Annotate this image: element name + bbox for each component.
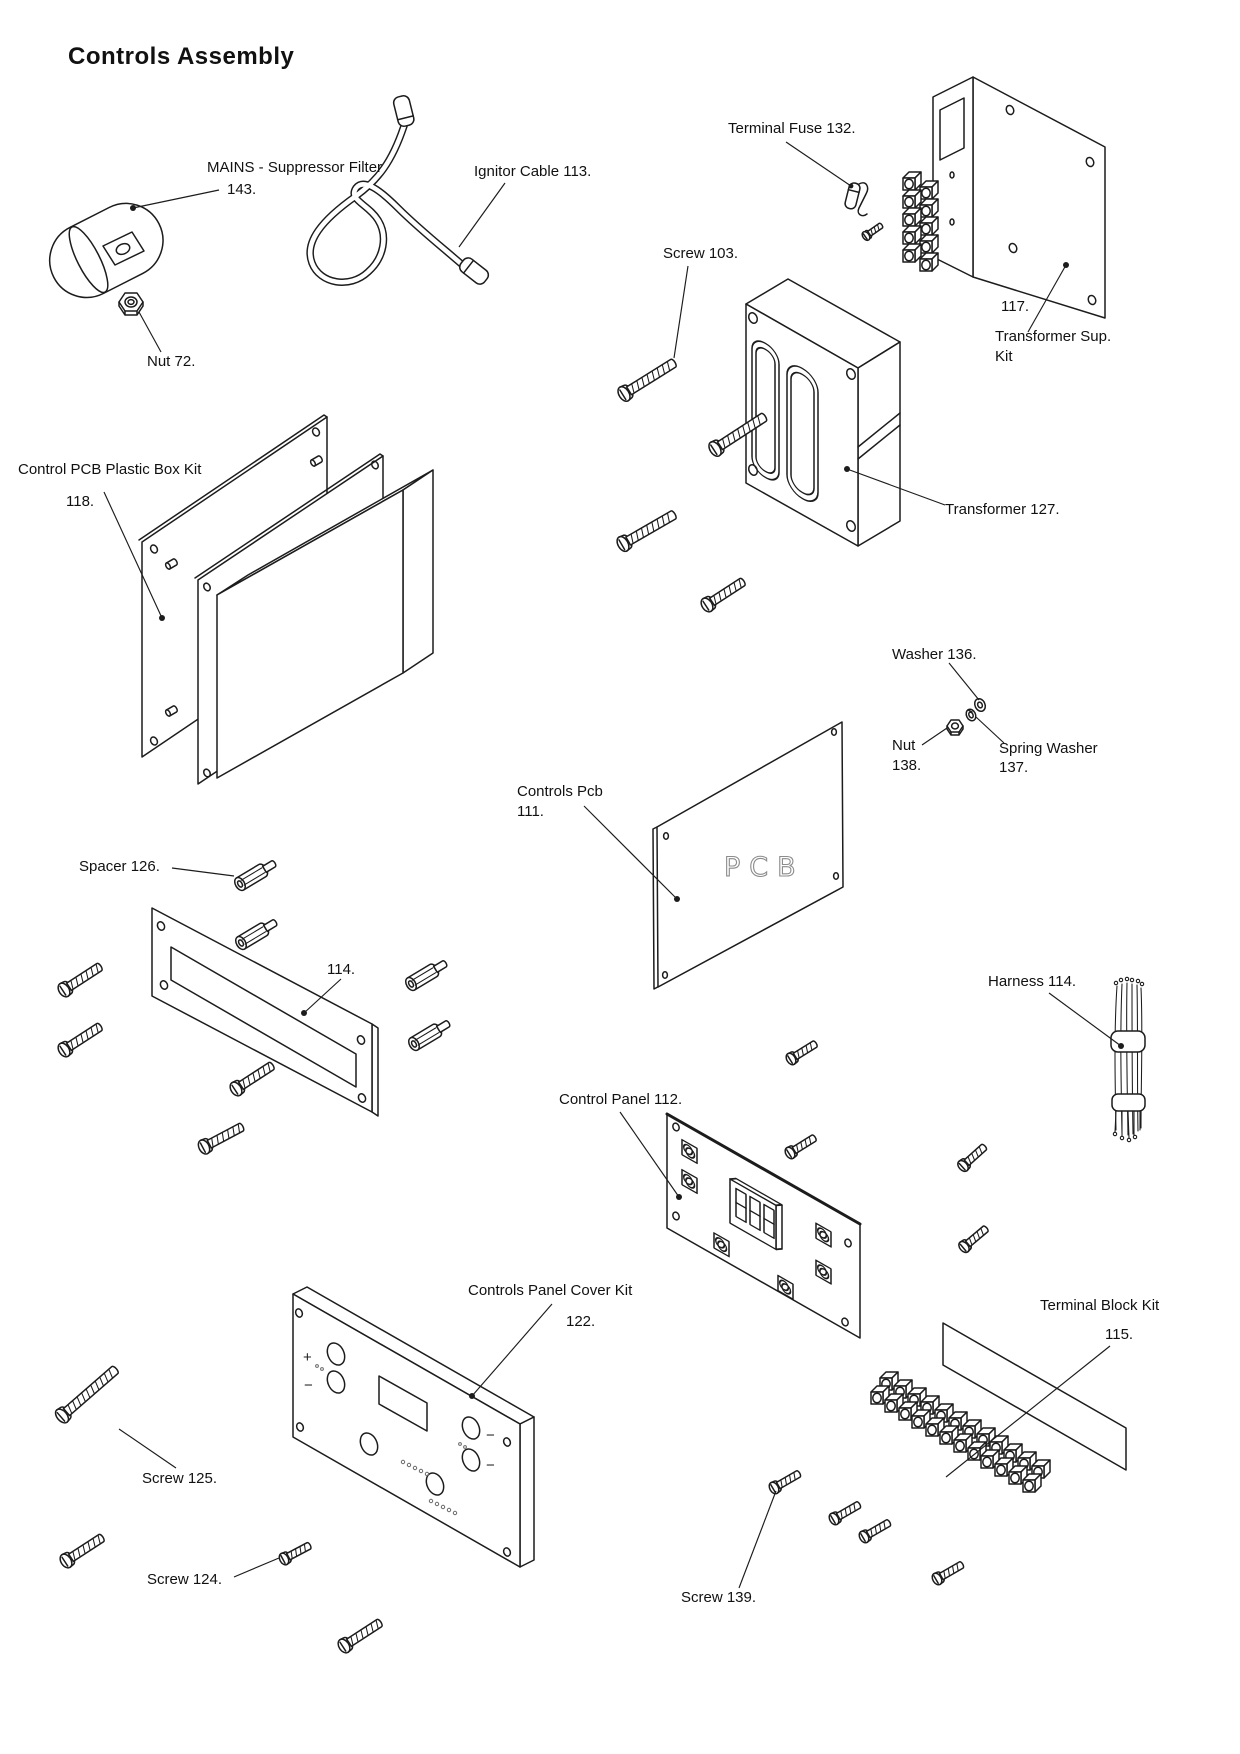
- label-spring-washer-number: 137.: [999, 759, 1028, 776]
- screw-left-bottom-part: [56, 1529, 108, 1571]
- screw-125-part: [52, 1361, 123, 1427]
- ignitor-cable-part: [306, 95, 490, 286]
- transformer-part: [745, 278, 901, 547]
- cover-kit-122-part: + − − −: [292, 1286, 535, 1568]
- label-spring-washer: Spring Washer: [999, 740, 1098, 757]
- label-transformer-sup-kit: Kit: [995, 348, 1013, 365]
- label-terminal-block-kit: Terminal Block Kit: [1040, 1297, 1160, 1314]
- label-screw-139: Screw 139.: [681, 1589, 756, 1606]
- label-mains-filter: MAINS - Suppressor Filter: [207, 159, 382, 176]
- leader-lines: [103, 141, 1124, 1589]
- label-cover-kit-number: 122.: [566, 1313, 595, 1330]
- label-118-number: 118.: [66, 493, 94, 510]
- terminal-block-kit-part: [870, 1322, 1127, 1493]
- controls-pcb-part: PCB: [652, 721, 844, 990]
- terminal-fuse-part: [844, 182, 869, 217]
- label-ignitor-cable: Ignitor Cable 113.: [474, 163, 591, 180]
- label-transformer-sup: Transformer Sup.: [995, 328, 1111, 345]
- label-transformer-127: Transformer 127.: [945, 501, 1060, 518]
- label-controls-pcb-number: 111.: [517, 803, 544, 820]
- label-control-panel-112: Control Panel 112.: [559, 1091, 682, 1108]
- washer-136-part: [973, 697, 987, 713]
- part-labels: MAINS - Suppressor Filter 143. Nut 72. I…: [18, 120, 1160, 1606]
- label-screw-125: Screw 125.: [142, 1470, 217, 1487]
- label-control-pcb-box-kit: Control PCB Plastic Box Kit: [18, 461, 202, 478]
- suppressor-filter-part: [48, 202, 164, 299]
- cover-minus-right-top: −: [486, 1427, 495, 1444]
- label-mains-filter-number: 143.: [227, 181, 256, 198]
- label-cover-kit: Controls Panel Cover Kit: [468, 1282, 633, 1299]
- label-harness-114: Harness 114.: [988, 973, 1076, 990]
- label-terminal-fuse: Terminal Fuse 132.: [728, 120, 856, 137]
- nut-72-part: [118, 292, 144, 316]
- label-nut-138: Nut: [892, 737, 916, 754]
- nut-138-part: [946, 719, 964, 736]
- bracket-terminal-strip: [902, 171, 939, 272]
- label-terminal-block-kit-number: 115.: [1105, 1326, 1133, 1343]
- bezel-frame-114-part: [151, 907, 379, 1117]
- label-nut-138-number: 138.: [892, 757, 921, 774]
- label-controls-pcb: Controls Pcb: [517, 783, 603, 800]
- cover-plus-marking: +: [303, 1349, 312, 1366]
- label-screw-124: Screw 124.: [147, 1571, 222, 1588]
- transformer-support-bracket-part: [902, 76, 1106, 319]
- page-title: Controls Assembly: [68, 43, 294, 70]
- harness-part: [1110, 976, 1146, 1143]
- label-nut-72: Nut 72.: [147, 353, 195, 370]
- screw-bottom-center-part: [334, 1614, 386, 1656]
- label-117-number: 117.: [1001, 298, 1029, 315]
- control-panel-112-part: [665, 1112, 862, 1339]
- fuse-screw-part: [859, 220, 886, 243]
- spring-washer-137-part: [965, 708, 977, 722]
- control-pcb-box-kit-part: [138, 414, 434, 785]
- cover-minus-right-bottom: −: [486, 1457, 495, 1474]
- screw-124-part: [276, 1538, 314, 1568]
- cover-minus-marking: −: [304, 1377, 313, 1394]
- pcb-silkscreen-text: PCB: [724, 852, 805, 883]
- label-114-number: 114.: [327, 961, 355, 978]
- label-spacer-126: Spacer 126.: [79, 858, 160, 875]
- bottom-screws-group: [766, 1467, 967, 1588]
- label-washer-136: Washer 136.: [892, 646, 977, 663]
- label-screw-103: Screw 103.: [663, 245, 738, 262]
